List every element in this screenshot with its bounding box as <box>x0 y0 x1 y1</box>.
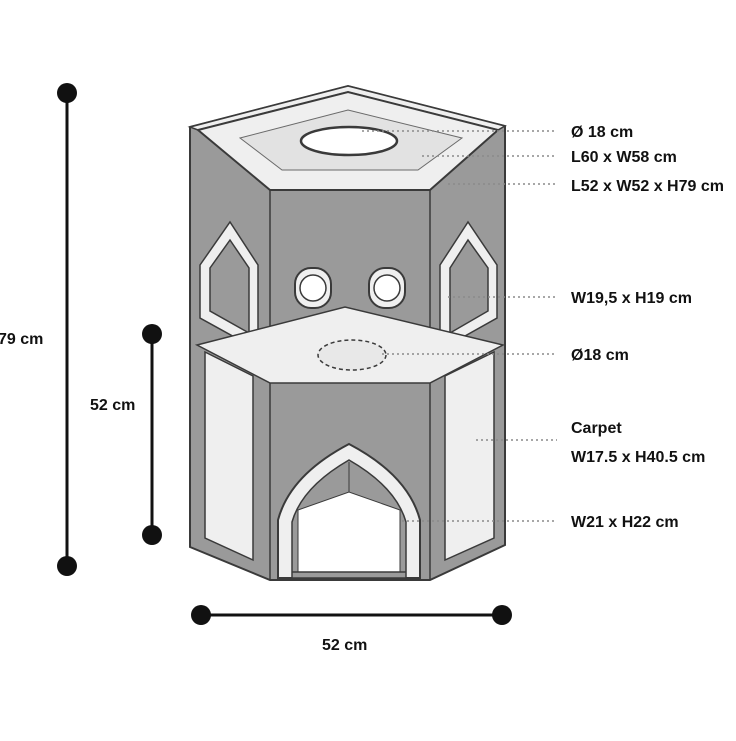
carpet-title-label: Carpet <box>571 420 622 437</box>
left-window-opening <box>209 238 250 335</box>
dimension-width <box>191 605 512 625</box>
round-window-left <box>294 267 332 309</box>
total-height-label: 79 cm <box>0 331 43 348</box>
cat-tower <box>187 84 507 581</box>
carpet-panel-left <box>204 350 254 562</box>
top-hole <box>299 125 399 157</box>
top-platform-label: L60 x W58 cm <box>571 149 677 166</box>
entrance-size-label: W21 x H22 cm <box>571 514 679 531</box>
carpet-panel-right <box>444 350 495 562</box>
dimension-height-lower <box>142 324 162 545</box>
entrance-inner-floor <box>297 491 401 573</box>
right-window-opening <box>449 238 489 335</box>
middle-hole <box>317 339 387 371</box>
width-label: 52 cm <box>322 637 367 654</box>
leader-lines <box>362 130 557 522</box>
lower-height-label: 52 cm <box>90 397 135 414</box>
windows-size-label: W19,5 x H19 cm <box>571 290 692 307</box>
top-hole-label: Ø 18 cm <box>571 124 633 141</box>
carpet-size-label: W17.5 x H40.5 cm <box>571 449 705 466</box>
round-window-right <box>368 267 406 309</box>
middle-hole-label: Ø18 cm <box>571 347 629 364</box>
overall-size-label: L52 x W52 x H79 cm <box>571 178 724 195</box>
dimension-height-total <box>57 83 77 576</box>
